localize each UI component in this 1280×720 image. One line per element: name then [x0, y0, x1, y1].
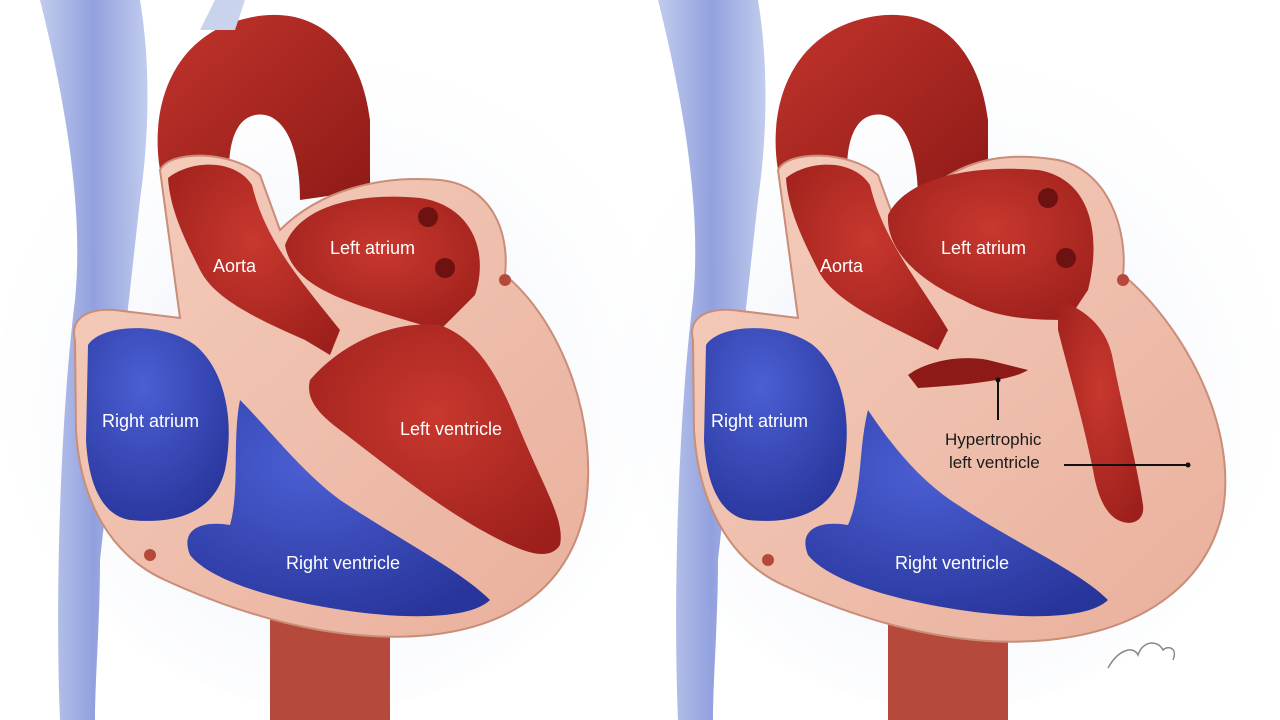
left-ventricle-chamber: [309, 324, 561, 555]
label-right-atrium-2: Right atrium: [711, 411, 808, 431]
descending-vessel: [270, 620, 390, 720]
right-ventricle-chamber-2: [805, 410, 1108, 617]
aortic-arch-2: [775, 14, 988, 200]
label-right-ventricle: Right ventricle: [286, 553, 400, 573]
artist-signature: [1107, 642, 1175, 669]
descending-vessel-2: [888, 620, 1008, 720]
aorta-lumen: [168, 164, 340, 355]
normal-heart-panel: Aorta Left atrium Right atrium Left vent…: [0, 0, 660, 720]
label-left-ventricle: Left ventricle: [400, 419, 502, 439]
right-atrium-chamber-2: [704, 328, 847, 521]
left-atrium-chamber: [285, 196, 480, 330]
hypertrophic-heart-panel: Aorta Left atrium Right atrium Right ven…: [618, 0, 1278, 720]
label-hypertrophic-line1: Hypertrophic: [945, 430, 1042, 449]
right-atrium-chamber: [86, 328, 229, 521]
label-left-atrium: Left atrium: [330, 238, 415, 258]
left-atrium-chamber-2: [887, 168, 1094, 320]
aortic-arch: [157, 14, 370, 200]
aorta-lumen-2: [786, 164, 948, 350]
label-aorta: Aorta: [213, 256, 257, 276]
label-hypertrophic-line2: left ventricle: [949, 453, 1040, 472]
right-ventricle-chamber: [187, 400, 491, 617]
label-right-atrium: Right atrium: [102, 411, 199, 431]
left-ventricle-cavity-narrow: [1058, 300, 1144, 523]
label-aorta-2: Aorta: [820, 256, 864, 276]
label-right-ventricle-2: Right ventricle: [895, 553, 1009, 573]
label-left-atrium-2: Left atrium: [941, 238, 1026, 258]
